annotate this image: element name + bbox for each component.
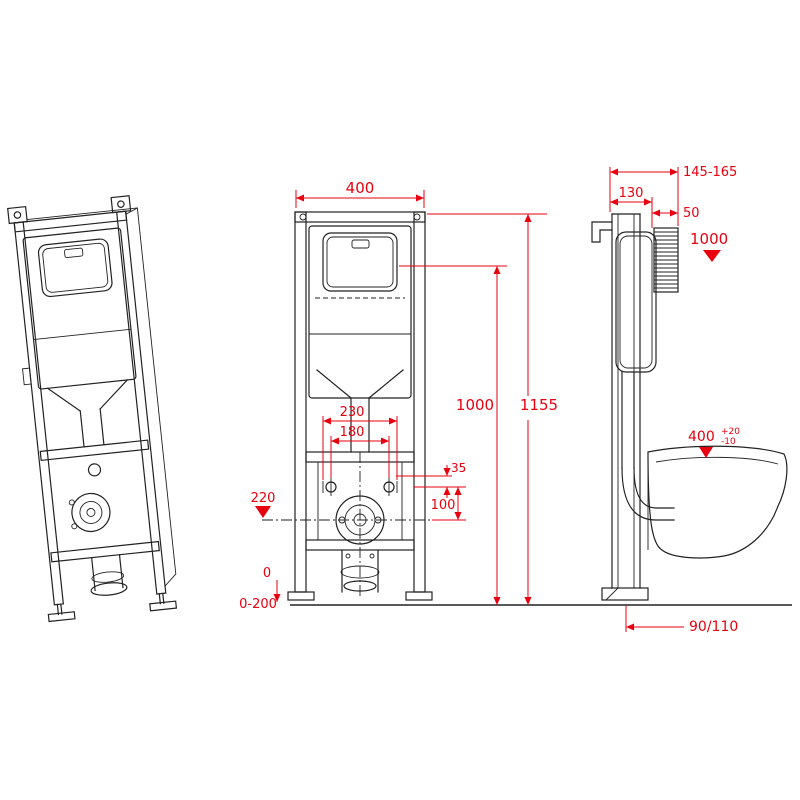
front-cistern	[308, 225, 412, 453]
dim-bowl-tol-plus: +20	[721, 427, 740, 437]
rail-left	[294, 211, 307, 593]
persp-frame	[7, 195, 177, 606]
persp-bracket	[39, 439, 160, 563]
wall-hatch	[654, 231, 678, 289]
foot-plate-left	[287, 591, 315, 601]
dim-outlet-offset: 90/110	[689, 619, 738, 635]
screw-left	[299, 213, 307, 221]
front-outlet	[340, 549, 380, 593]
rail-right	[413, 211, 426, 593]
dim-fixing-outer: 230	[340, 405, 365, 420]
flush-button	[64, 247, 84, 259]
front-view	[262, 211, 434, 601]
dim-foot-range: 0-200	[239, 597, 277, 612]
side-dimensions: 145-165 130 50 1000 400 +20 -10 90/110	[609, 165, 740, 635]
side-view	[591, 213, 788, 601]
rail-left	[13, 221, 64, 606]
persp-outlet	[90, 554, 128, 596]
level-marker-220	[255, 506, 271, 518]
dim-frame-depth: 130	[619, 186, 644, 201]
persp-feet	[47, 592, 178, 623]
dim-outlet-level: 220	[251, 491, 276, 506]
access-panel	[322, 232, 398, 292]
front-frame	[287, 211, 433, 601]
side-tab	[22, 367, 32, 386]
dim-depth-range: 145-165	[683, 165, 737, 180]
foot-plate-left	[47, 611, 76, 623]
side-cistern	[615, 231, 675, 521]
side-frame	[591, 213, 649, 601]
depth-edge	[125, 207, 177, 587]
dim-wall-clearance: 50	[683, 206, 700, 221]
perspective-view	[7, 195, 178, 623]
access-panel	[37, 238, 113, 298]
wall-bracket	[591, 221, 613, 243]
foot-plate-right	[149, 600, 178, 612]
persp-cistern	[22, 227, 137, 448]
dim-overall-height: 1155	[520, 396, 558, 414]
foot-plate-right	[405, 591, 433, 601]
outlet-flange	[71, 492, 111, 533]
dim-panel-height: 1000	[456, 396, 494, 414]
mount-tab-left	[7, 205, 28, 225]
front-bracket	[262, 451, 434, 598]
level-marker-1000	[703, 250, 721, 262]
inlet-hole	[87, 463, 102, 477]
dim-bowl-height: 400	[688, 429, 715, 445]
level-marker-400	[699, 447, 713, 458]
foot	[601, 587, 649, 601]
flush-button	[351, 239, 370, 249]
dim-fixing-inner: 180	[340, 425, 365, 440]
dim-front-width: 400	[346, 179, 375, 197]
mount-hole-left	[13, 211, 22, 219]
flush-bend-outer	[621, 467, 675, 521]
front-dimensions: 400 1155 1000 230 180 35 100 220 0	[239, 179, 558, 612]
dim-fixing-to-outlet: 100	[431, 498, 456, 513]
mount-hole-right	[117, 200, 125, 208]
dim-foot-min: 0	[263, 566, 271, 581]
toilet-bowl	[647, 445, 788, 559]
flush-bend-inner	[633, 467, 675, 509]
dim-fixing-offset: 35	[451, 461, 466, 475]
screw-right	[413, 213, 421, 221]
wall-section	[653, 227, 679, 293]
dim-level-mark: 1000	[690, 230, 728, 248]
dim-bowl-tol-minus: -10	[721, 437, 736, 447]
rail-right	[116, 210, 167, 595]
